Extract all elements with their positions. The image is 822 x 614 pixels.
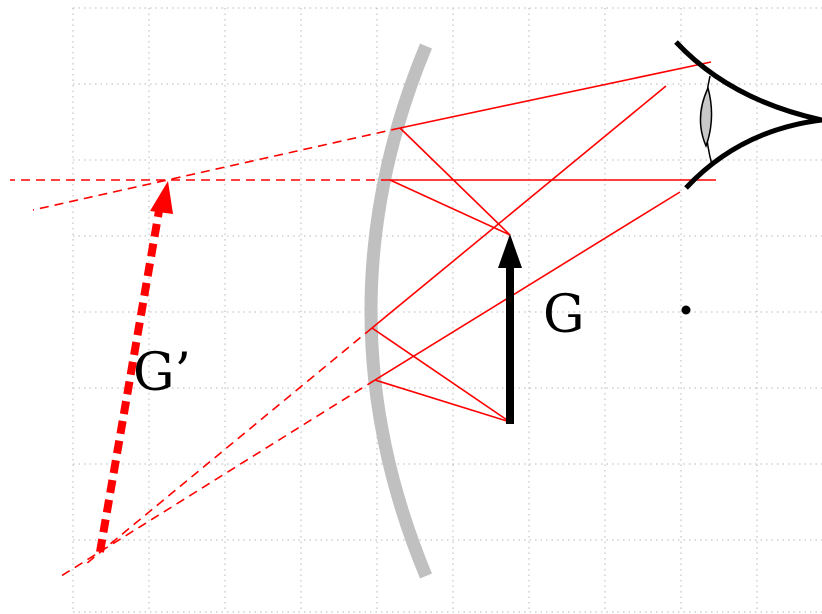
light-rays <box>371 61 716 423</box>
concave-mirror <box>364 43 433 579</box>
ray <box>399 61 712 129</box>
ray <box>374 191 681 381</box>
virtual-ray <box>32 127 401 211</box>
ray <box>399 127 511 236</box>
object-label: G <box>543 285 585 345</box>
eye-lower-lid <box>684 117 822 190</box>
ray <box>374 379 511 423</box>
virtual-ray-extensions <box>10 127 401 579</box>
background-grid <box>72 7 822 613</box>
focal-point <box>681 305 691 315</box>
ray <box>389 179 511 236</box>
eye-lens-icon <box>699 85 713 149</box>
ray <box>371 85 667 329</box>
eye-icon <box>674 40 822 190</box>
object-arrow <box>498 234 522 424</box>
eye-upper-lid <box>674 40 822 123</box>
virtual-ray <box>85 327 373 565</box>
virtual-image-arrow <box>96 181 173 553</box>
ray <box>371 327 511 423</box>
virtual-ray <box>57 379 376 579</box>
image-label: G’ <box>133 343 191 403</box>
